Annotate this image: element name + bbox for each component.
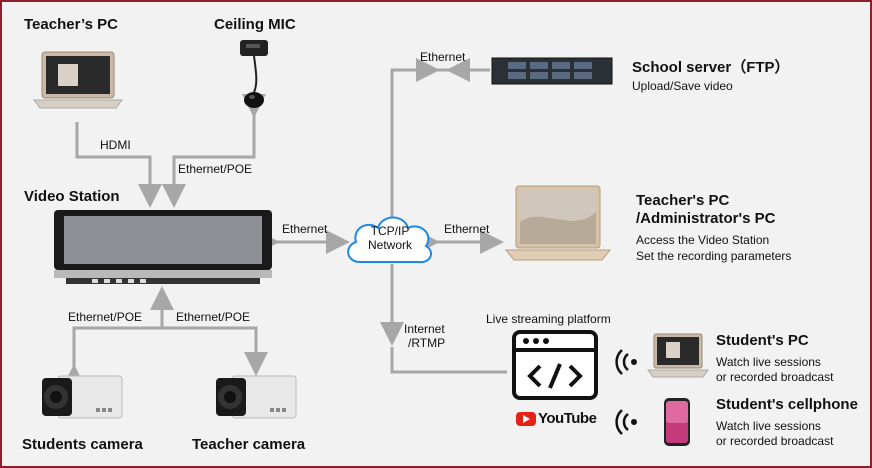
admin-pc-desc-1: Access the Video Station	[636, 233, 770, 247]
admin-pc-label-2: /Administrator's PC	[636, 210, 776, 227]
admin-pc-label-1: Teacher's PC	[636, 192, 730, 209]
youtube-logo: YouTube	[516, 410, 597, 427]
hdmi-line	[75, 122, 162, 208]
students-camera-label: Students camera	[22, 436, 143, 453]
video-station-icon	[54, 210, 272, 284]
students-camera-icon	[42, 375, 123, 419]
hdmi-label: HDMI	[100, 138, 131, 152]
laptop-icon	[33, 51, 123, 109]
student-phone-desc-1: Watch live sessions	[716, 419, 821, 433]
teacher-pc-label: Teacher’s PC	[24, 16, 118, 33]
youtube-label: YouTube	[538, 410, 597, 427]
admin-laptop-icon	[504, 185, 612, 261]
student-pc-desc-1: Watch live sessions	[716, 355, 821, 369]
tcp-ip-label: TCP/IP	[370, 224, 410, 238]
browser-code-icon	[512, 330, 598, 400]
school-server-desc: Upload/Save video	[632, 79, 733, 93]
student-pc-desc-2: or recorded broadcast	[716, 370, 834, 384]
ethernet-poe-mic-label: Ethernet/POE	[178, 162, 253, 176]
school-server-label: School server（FTP）	[632, 59, 790, 76]
ethernet-poe-cam2-label: Ethernet/POE	[176, 310, 251, 324]
student-laptop-icon	[647, 333, 709, 378]
admin-pc-desc-2: Set the recording parameters	[636, 249, 792, 263]
internet-label: Internet	[404, 322, 445, 336]
rtmp-label: /RTMP	[408, 336, 446, 350]
teacher-camera-icon	[216, 375, 297, 419]
phone-icon	[664, 398, 690, 446]
teacher-camera-label: Teacher camera	[192, 436, 306, 453]
ethernet-admin-label: Ethernet	[444, 222, 490, 236]
network-label: Network	[367, 238, 412, 252]
student-phone-label: Student's cellphone	[716, 396, 858, 413]
student-pc-label: Student's PC	[716, 332, 809, 349]
wireless-icon	[615, 349, 637, 375]
ceiling-mic-label: Ceiling MIC	[214, 16, 296, 33]
network-cloud-icon	[347, 216, 433, 264]
microphone-icon	[240, 40, 268, 108]
video-station-label: Video Station	[24, 188, 120, 205]
mic-line	[162, 94, 266, 208]
live-platform-label: Live streaming platform	[486, 312, 611, 326]
wireless-icon	[615, 409, 637, 435]
camera-line	[62, 286, 174, 388]
ethernet-station-label: Ethernet	[282, 222, 328, 236]
server-network-line	[390, 68, 490, 217]
server-icon	[491, 57, 613, 85]
play-icon	[516, 411, 536, 426]
student-phone-desc-2: or recorded broadcast	[716, 434, 834, 448]
ethernet-server-label: Ethernet	[420, 50, 466, 64]
ethernet-poe-cam1-label: Ethernet/POE	[68, 310, 143, 324]
